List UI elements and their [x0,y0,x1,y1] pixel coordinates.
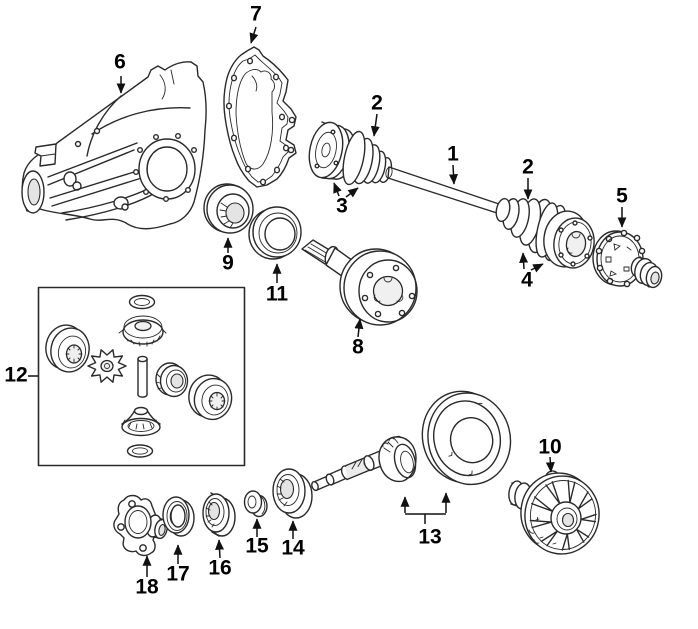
callout-17: 17 [166,562,190,586]
callout-16: 16 [208,556,232,580]
cv-boot-inner [342,130,393,186]
callout-15: 15 [245,534,269,558]
callout-2b: 2 [522,155,534,179]
rear-cover [223,46,297,188]
callout-13-bracket [405,513,446,524]
side-seal [248,206,302,260]
bearing-spacer [243,490,268,518]
stub-axle-flange [301,239,418,326]
callout-10: 10 [538,435,562,459]
callout-2a: 2 [371,91,383,115]
pinion-bearing-front [272,468,313,519]
callout-8: 8 [352,335,364,359]
callout-1: 1 [447,142,459,166]
callout-4: 4 [521,268,533,292]
callout-18: 18 [135,575,159,599]
outer-cv-joint [535,202,595,269]
drive-flange [592,229,663,289]
callout-7: 7 [250,2,262,26]
pinion-seal [162,496,195,537]
callout-5: 5 [616,184,628,208]
ring-gear [421,390,512,486]
axle-shaft [385,166,500,214]
pinion-shaft [311,435,417,492]
callout-6: 6 [114,50,126,74]
callout-13: 13 [418,525,442,549]
callout-3: 3 [336,194,348,218]
callout-arrows [28,26,627,577]
differential-housing [21,61,207,230]
callout-14: 14 [281,536,305,560]
pinion-flange-plate [113,494,168,557]
callout-11: 11 [265,282,289,306]
gear-kit-box [37,286,246,467]
callout-12: 12 [4,363,28,387]
side-bearing [203,183,254,234]
callout-9: 9 [222,251,234,275]
companion-flange [508,470,600,555]
pinion-bearing-rear [202,492,236,537]
